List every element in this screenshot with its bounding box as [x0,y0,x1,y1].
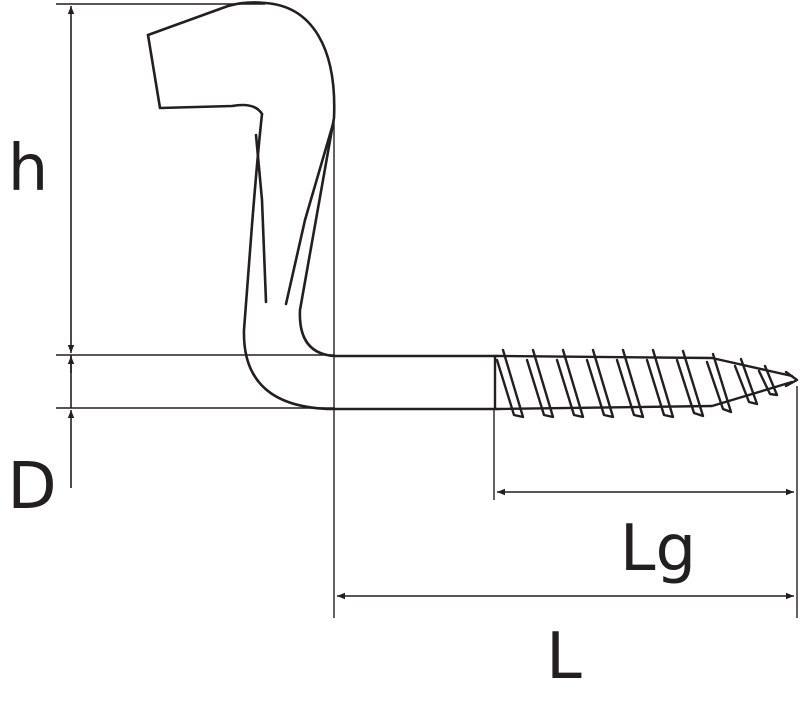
hook-outline [146,1,499,411]
hook-inner-curve [242,112,499,411]
label-D: D [7,450,56,524]
thread-crest-1 [495,348,525,419]
hook-tip [146,1,267,37]
screw-thread [493,348,799,419]
hook-outer-curve [263,1,499,358]
thread-crest-6 [645,348,675,419]
label-L: L [546,620,582,694]
thread-crest-4 [585,348,615,419]
hook-tip-end [146,33,264,116]
dimension-lines [67,6,794,600]
thread-crest-10 [757,364,779,397]
thread-crest-9 [733,357,759,406]
label-h: h [8,132,49,206]
hook-left-highlight [254,133,268,304]
extension-lines [56,3,798,618]
thread-crest-8 [705,352,733,414]
hook-right-highlight [284,122,335,306]
thread-crest-5 [615,348,645,419]
thread-bottom-edge [495,380,794,411]
thread-crest-7 [675,349,705,418]
thread-crest-3 [555,348,585,419]
thread-tip [784,370,799,388]
label-Lg: Lg [620,512,696,586]
thread-crest-2 [525,348,555,419]
thread-top-edge [495,354,794,378]
